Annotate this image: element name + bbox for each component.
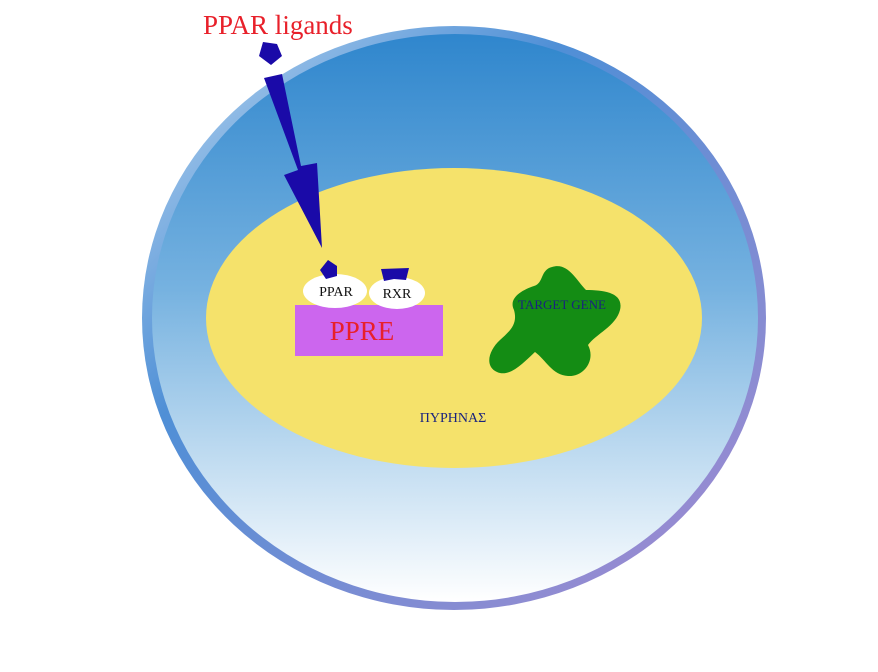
nucleus [206, 168, 702, 468]
nucleus-label: ΠΥΡΗΝΑΣ [420, 411, 487, 426]
ppre-label: PPRE [330, 316, 395, 346]
rxr-receptor [369, 277, 425, 309]
bound-ligand-icon [320, 260, 337, 279]
target-gene-label: TARGET GENE [518, 297, 606, 312]
ppar-ligands-label: PPAR ligands [203, 10, 353, 40]
rxr-ligand-icon [381, 268, 409, 281]
ppar-receptor [303, 274, 367, 308]
ligand-arrow [264, 74, 322, 248]
rxr-label: RXR [383, 287, 412, 302]
ppre-box [295, 305, 443, 356]
target-gene-blob [489, 266, 621, 377]
ligand-icon [259, 42, 282, 65]
ppar-label: PPAR [319, 285, 353, 300]
